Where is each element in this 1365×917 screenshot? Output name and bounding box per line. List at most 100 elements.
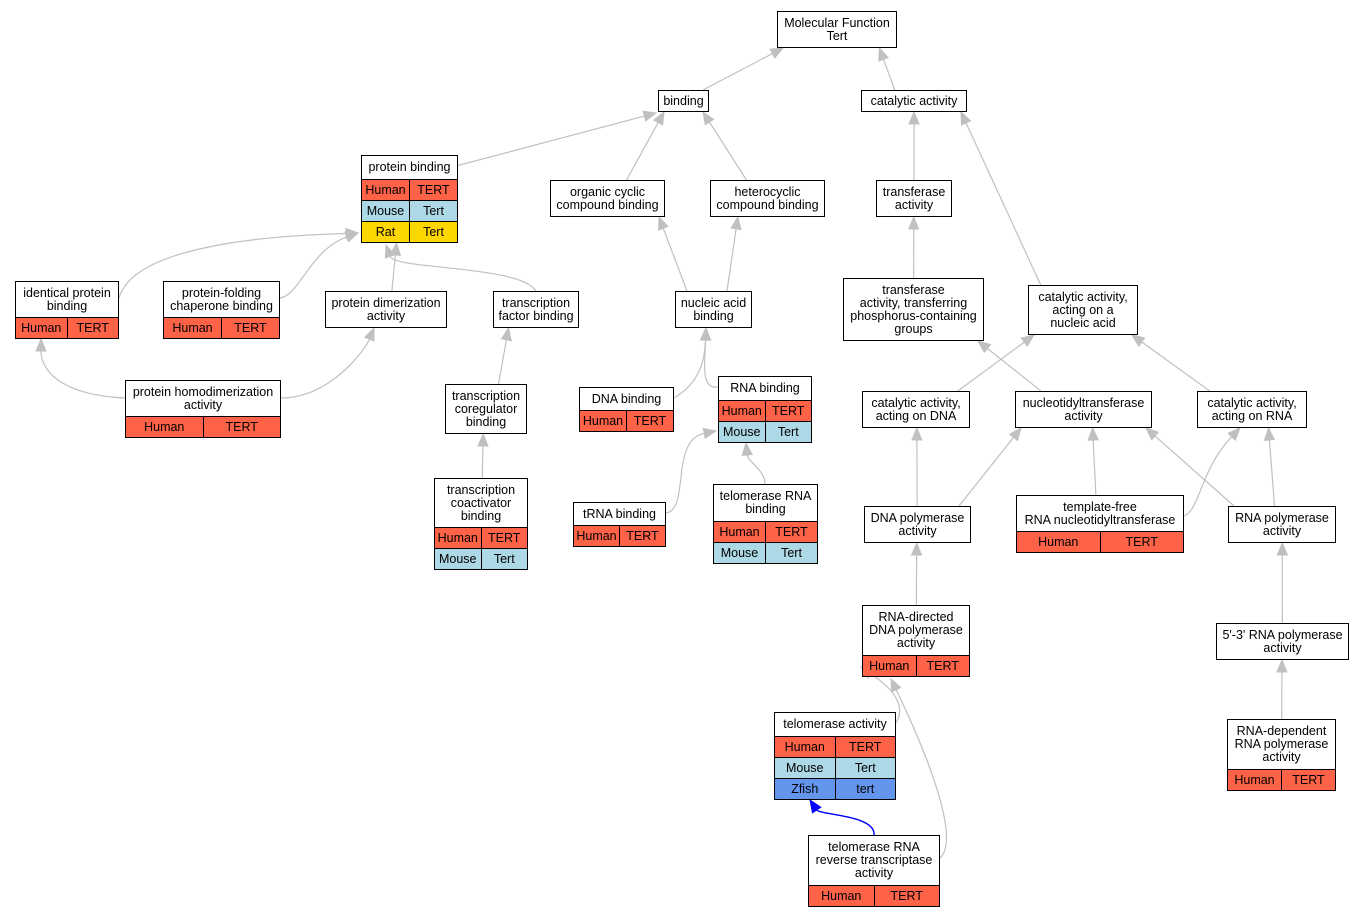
gene-cell[interactable]: TERT [1281, 770, 1335, 790]
go-term-cat-nucleic[interactable]: catalytic activity, acting on a nucleic … [1028, 285, 1138, 335]
go-term-binding[interactable]: binding [658, 90, 709, 112]
gene-cell[interactable]: TERT [915, 656, 969, 676]
edge-dna-pol-to-nucleotidyl-arrowhead [1008, 426, 1022, 442]
species-cell: Human [809, 886, 874, 906]
go-term-transferase[interactable]: transferase activity [876, 180, 952, 217]
go-term-dna-pol[interactable]: DNA polymerase activity [864, 506, 971, 543]
species-cell: Human [775, 737, 835, 757]
go-term-telomerase-rt[interactable]: telomerase RNA reverse transcriptase act… [808, 835, 940, 907]
edge-organic-cyclic-to-binding [625, 122, 659, 181]
edge-telomerase-rt-to-rna-directed-dna-pol-arrowhead [890, 677, 902, 693]
edge-nucleic-acid-to-heterocyclic-arrowhead [730, 215, 742, 231]
go-term-mf[interactable]: Molecular Function Tert [777, 11, 897, 48]
gene-cell[interactable]: TERT [66, 318, 118, 338]
gene-cell[interactable]: TERT [480, 528, 527, 548]
go-term-tf-binding[interactable]: transcription factor binding [493, 291, 579, 328]
gene-cell[interactable]: TERT [619, 526, 665, 546]
edge-heterocyclic-to-binding [708, 121, 748, 181]
go-term-label: protein binding [368, 160, 451, 174]
edge-telomerase-rt-to-rna-directed-dna-pol [895, 689, 948, 859]
go-term-label: heterocyclic compound binding [716, 184, 819, 212]
go-term-label: organic cyclic compound binding [556, 184, 659, 212]
gene-cell[interactable]: TERT [873, 886, 939, 906]
go-term-label: 5'-3' RNA polymerase activity [1222, 627, 1343, 655]
gene-cell[interactable]: TERT [626, 411, 673, 431]
gene-cell[interactable]: Tert [409, 222, 457, 242]
gene-cell[interactable]: Tert [409, 201, 457, 221]
go-term-rna-pol-53[interactable]: 5'-3' RNA polymerase activity [1216, 623, 1349, 660]
edge-transferase-to-catalytic-arrowhead [908, 110, 920, 125]
edge-rna-directed-dna-pol-to-dna-pol-arrowhead [910, 541, 923, 556]
go-term-catalytic[interactable]: catalytic activity [861, 90, 967, 112]
go-term-label: binding [663, 93, 704, 108]
species-cell: Human [863, 656, 916, 676]
gene-cell[interactable]: TERT [764, 401, 811, 421]
go-term-template-free[interactable]: template-free RNA nucleotidyltransferase… [1016, 495, 1184, 553]
go-term-label: RNA polymerase activity [1235, 510, 1329, 538]
gene-cell[interactable]: TERT [221, 318, 279, 338]
go-term-nucleotidyl[interactable]: nucleotidyltransferase activity [1015, 391, 1152, 428]
edge-trans-coreg-to-tf-binding-arrowhead [500, 326, 512, 342]
gene-cell[interactable]: TERT [834, 737, 895, 757]
go-term-label: RNA-dependent RNA polymerase activity [1234, 724, 1329, 764]
gene-cell[interactable]: TERT [409, 180, 457, 200]
gene-cell[interactable]: TERT [202, 417, 280, 437]
edge-telomerase-rna-binding-to-rna-binding-arrowhead [741, 441, 754, 457]
go-term-label: Molecular Function Tert [784, 15, 890, 43]
go-term-organic-cyclic[interactable]: organic cyclic compound binding [550, 180, 665, 217]
gene-cell[interactable]: Tert [764, 422, 811, 442]
edge-cat-rna-to-cat-nucleic [1141, 341, 1211, 392]
edge-trna-binding-to-rna-binding-arrowhead [702, 427, 718, 440]
go-term-cat-rna[interactable]: catalytic activity, acting on RNA [1197, 391, 1307, 428]
go-term-nucleic-acid[interactable]: nucleic acid binding [675, 291, 752, 328]
species-cell: Human [580, 411, 626, 431]
go-term-transferase-phos[interactable]: transferase activity, transferring phosp… [843, 278, 984, 341]
gene-cell[interactable]: Tert [834, 758, 895, 778]
gene-cell[interactable]: tert [834, 779, 895, 799]
go-term-trans-coreg[interactable]: transcription coregulator binding [445, 384, 527, 434]
species-cell: Mouse [775, 758, 835, 778]
go-term-rna-pol[interactable]: RNA polymerase activity [1228, 506, 1336, 543]
go-term-cat-dna[interactable]: catalytic activity, acting on DNA [862, 391, 970, 428]
gene-cell[interactable]: Tert [480, 549, 527, 569]
edge-binding-to-mf-arrowhead [769, 47, 785, 59]
gene-cell[interactable]: TERT [1099, 532, 1183, 552]
go-term-label: RNA binding [730, 381, 800, 395]
go-term-label: transcription coregulator binding [451, 388, 521, 429]
gene-cell[interactable]: TERT [765, 522, 817, 542]
edge-rna-pol-to-nucleotidyl-arrowhead [1145, 427, 1160, 441]
go-term-label: RNA-directed DNA polymerase activity [869, 610, 963, 650]
go-term-heterocyclic[interactable]: heterocyclic compound binding [710, 180, 825, 217]
go-term-label: protein homodimerization activity [132, 384, 274, 412]
gene-cell[interactable]: Tert [765, 543, 817, 563]
edge-tf-binding-to-protein-binding-arrowhead [384, 243, 396, 259]
go-term-label: protein-folding chaperone binding [170, 285, 273, 313]
edge-rna-pol-53-to-rna-pol-arrowhead [1276, 541, 1289, 556]
go-term-protein-dimerization[interactable]: protein dimerization activity [325, 291, 447, 328]
edge-telomerase-rt-to-telomerase-activity [816, 809, 875, 836]
edge-protein-binding-to-binding-arrowhead [642, 110, 658, 122]
edge-nucleic-acid-to-organic-cyclic-arrowhead [658, 215, 669, 231]
go-term-label: protein dimerization activity [331, 295, 441, 323]
edge-template-free-to-nucleotidyl [1092, 439, 1097, 496]
